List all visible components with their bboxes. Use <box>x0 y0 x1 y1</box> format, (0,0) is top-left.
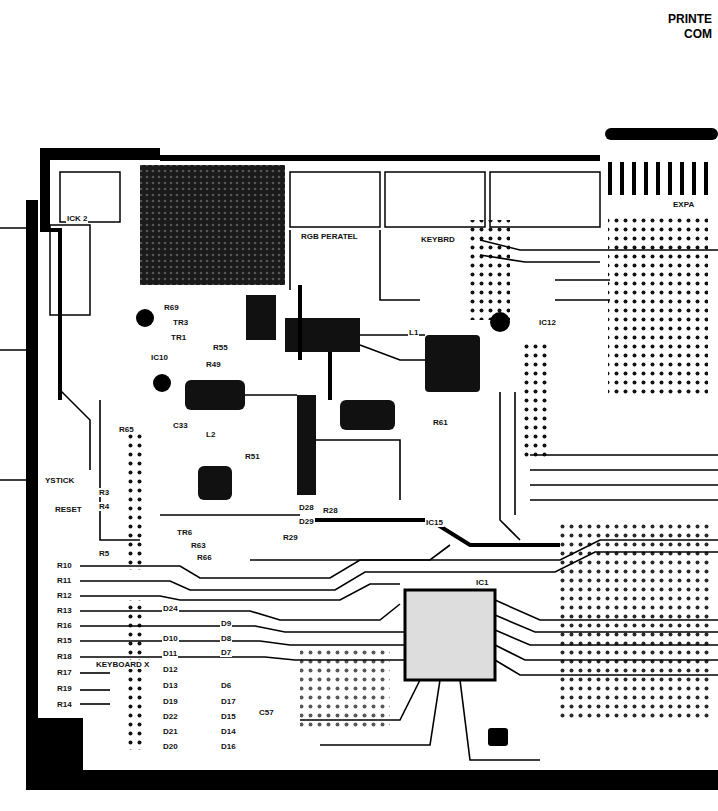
silkscreen-label: R66 <box>196 553 213 562</box>
silkscreen-label: IC10 <box>150 353 169 362</box>
silkscreen-label: TR3 <box>172 318 189 327</box>
silkscreen-label: R10 <box>56 561 73 570</box>
silkscreen-label: YSTICK <box>44 476 75 485</box>
silkscreen-label: R61 <box>432 418 449 427</box>
silkscreen-label: D11 <box>162 649 178 658</box>
silkscreen-label: R63 <box>190 541 207 550</box>
silkscreen-label: D15 <box>220 712 237 721</box>
silkscreen-label: D29 <box>298 517 315 526</box>
silkscreen-label: D19 <box>162 697 179 706</box>
silkscreen-label: R11 <box>56 576 72 585</box>
silkscreen-label: D7 <box>220 648 232 657</box>
silkscreen-label: TR1 <box>170 333 187 342</box>
silkscreen-label: R69 <box>163 303 180 312</box>
silkscreen-label: R4 <box>98 502 110 511</box>
silkscreen-label: R17 <box>56 668 73 677</box>
silkscreen-label: KEYBRD <box>420 235 456 244</box>
silkscreen-label: R16 <box>56 621 73 630</box>
silkscreen-label: C57 <box>258 708 275 717</box>
silkscreen-label: D6 <box>220 681 232 690</box>
silkscreen-label: R65 <box>118 425 135 434</box>
silkscreen-label: L2 <box>205 430 216 439</box>
silkscreen-label: D20 <box>162 742 179 751</box>
silkscreen-label: IC1 <box>475 578 489 587</box>
silkscreen-label: R55 <box>212 343 229 352</box>
silkscreen-label: D21 <box>162 727 179 736</box>
silkscreen-label: TR6 <box>176 528 193 537</box>
silkscreen-label: D17 <box>220 697 237 706</box>
silkscreen-label: C33 <box>172 421 189 430</box>
silkscreen-label: RESET <box>54 505 83 514</box>
silkscreen-label: R5 <box>98 549 110 558</box>
silkscreen-label: D14 <box>220 727 237 736</box>
silkscreen-label: ICK 2 <box>66 214 88 223</box>
silkscreen-label: R28 <box>322 506 339 515</box>
silkscreen-label: R49 <box>205 360 222 369</box>
silkscreen-label: D13 <box>162 681 179 690</box>
page-title: PRINTE COM <box>652 12 712 42</box>
silkscreen-label: R15 <box>56 636 73 645</box>
silkscreen-label: D8 <box>220 634 232 643</box>
silkscreen-label: R12 <box>56 591 73 600</box>
silkscreen-label: KEYBOARD X <box>95 660 150 669</box>
silkscreen-label: D9 <box>220 619 232 628</box>
silkscreen-label: D28 <box>298 503 315 512</box>
silkscreen-label: D16 <box>220 742 237 751</box>
silkscreen-label: R19 <box>56 684 73 693</box>
silkscreen-label: R18 <box>56 652 73 661</box>
silkscreen-label: IC15 <box>425 518 444 527</box>
silkscreen-label: D10 <box>162 634 179 643</box>
silkscreen-label: IC12 <box>538 318 557 327</box>
silkscreen-label: R51 <box>244 452 261 461</box>
silkscreen-label: R29 <box>282 533 299 542</box>
silkscreen-label: D24 <box>162 604 179 613</box>
silkscreen-label: R14 <box>56 700 73 709</box>
silkscreen-label: D22 <box>162 712 179 721</box>
silkscreen-label: RGB PERATEL <box>300 232 359 241</box>
silkscreen-label: L1 <box>408 328 419 337</box>
silkscreen-label: R13 <box>56 606 73 615</box>
silkscreen-label: D12 <box>162 665 179 674</box>
silkscreen-label: R3 <box>98 488 110 497</box>
silkscreen-label: EXPA <box>672 200 695 209</box>
